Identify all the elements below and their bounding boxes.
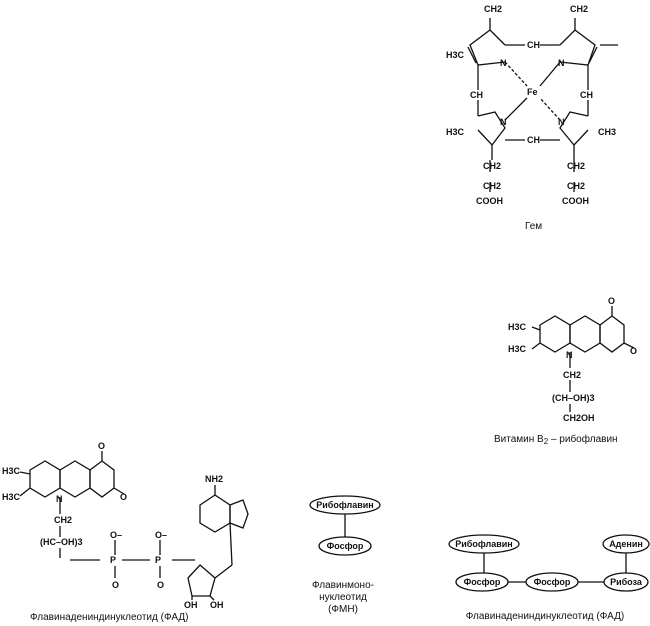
riboflavin-ring-2	[569, 315, 601, 353]
heme-ring-bottom-right	[559, 111, 589, 146]
heme-ch2-top: CH2	[484, 4, 502, 14]
fad-ring-2	[59, 460, 91, 498]
fad-o-top: O	[98, 441, 105, 451]
fmn-caption-2: нуклеотид	[319, 592, 367, 603]
fad-node-adenine-label: Аденин	[609, 539, 643, 549]
heme-ch-top: CH	[527, 40, 540, 50]
heme-ch3-right: CH3	[598, 127, 616, 137]
fmn-caption-3: (ФМН)	[328, 604, 358, 615]
riboflavin-n: N	[566, 350, 573, 360]
fad-p2: P	[155, 555, 161, 565]
fad-adenine-ring-2	[229, 499, 249, 529]
riboflavin-h3c-top: H3C	[508, 322, 527, 332]
fad-node-riboflavin-label: Рибофлавин	[455, 539, 512, 549]
heme-caption: Гем	[525, 221, 542, 232]
heme-n-br: N	[558, 117, 565, 127]
riboflavin-o-top: O	[608, 296, 615, 306]
fad-o-minus-1: O–	[110, 530, 122, 540]
heme-ch2-right-b: CH2	[567, 181, 585, 191]
fad-scheme-caption: Флавинадениндинуклеотид (ФАД)	[466, 611, 624, 622]
riboflavin-h3c-bottom: H3C	[508, 344, 527, 354]
riboflavin-caption: Витамин B2 – рибофлавин	[494, 433, 618, 446]
fad-o-bottom-1: O	[112, 580, 119, 590]
fad-o-minus-2: O–	[155, 530, 167, 540]
fad-node-phosphor-1	[455, 572, 509, 592]
heme-n-tl: N	[500, 58, 507, 68]
fad-scheme	[448, 534, 650, 592]
heme-ring-top-left	[469, 29, 506, 66]
heme-ch2-right-a: CH2	[567, 161, 585, 171]
fad-ch2: CH2	[54, 515, 72, 525]
heme-ch-bottom: CH	[527, 135, 540, 145]
fad-node-adenine	[602, 534, 650, 554]
fad-node-phosphor-2-label: Фосфор	[534, 577, 571, 587]
fmn-node-phosphor	[318, 536, 372, 556]
riboflavin-ring-1	[539, 315, 571, 353]
heme-ch2-left-b: CH2	[483, 181, 501, 191]
heme-ring-top-right	[559, 29, 596, 66]
fmn-node-phosphor-label: Фосфор	[327, 541, 364, 551]
fad-node-ribose-label: Рибоза	[610, 577, 643, 587]
fad-node-ribose	[603, 572, 649, 592]
fad-hcoh: (HC–OH)3	[40, 537, 83, 547]
riboflavin-ch2: CH2	[563, 370, 581, 380]
fad-nh2: NH2	[205, 474, 223, 484]
heme-h3c-left-top: H3C	[446, 50, 465, 60]
fad-adenine-ring-1	[199, 494, 231, 533]
heme-ch2-left-a: CH2	[483, 161, 501, 171]
riboflavin-o-right: O	[630, 346, 637, 356]
fad-p1: P	[110, 555, 116, 565]
riboflavin-choh: (CH–OH)3	[552, 393, 595, 403]
heme-cooh-left: COOH	[476, 196, 503, 206]
fad-o-right: O	[120, 492, 127, 502]
heme-ch-left: CH	[470, 90, 483, 100]
heme-ring-bottom-left	[477, 111, 506, 147]
fad-node-phosphor-1-label: Фосфор	[464, 577, 501, 587]
heme-ch2-right: CH2	[570, 4, 588, 14]
fad-structure-caption: Флавинадениндинуклеотид (ФАД)	[30, 612, 188, 623]
fad-node-riboflavin	[448, 534, 520, 554]
heme-cooh-right: COOH	[562, 196, 589, 206]
heme-n-tr: N	[558, 58, 565, 68]
fmn-scheme	[309, 495, 381, 556]
heme-fe: Fe	[527, 87, 538, 97]
heme-n-bl: N	[500, 117, 507, 127]
fad-h3c-top: H3C	[2, 466, 21, 476]
fad-ring-1	[29, 460, 61, 498]
fmn-caption-1: Флавинмоно-	[312, 580, 374, 591]
fad-oh-2: OH	[210, 600, 224, 610]
riboflavin-ch2oh: CH2OH	[563, 413, 595, 423]
fad-node-phosphor-2	[525, 572, 579, 592]
heme-structure	[467, 18, 618, 192]
fmn-node-riboflavin	[309, 495, 381, 515]
fad-structure	[19, 451, 249, 601]
fad-n: N	[56, 494, 63, 504]
riboflavin-structure	[531, 306, 635, 412]
fad-h3c-bottom: H3C	[2, 492, 21, 502]
fad-oh-1: OH	[184, 600, 198, 610]
fad-ring-3	[89, 460, 115, 498]
heme-ch-right: CH	[580, 90, 593, 100]
heme-h3c-left-bottom: H3C	[446, 127, 465, 137]
fad-o-bottom-2: O	[157, 580, 164, 590]
fmn-node-riboflavin-label: Рибофлавин	[316, 500, 373, 510]
riboflavin-ring-3	[599, 315, 625, 353]
fad-ribose-ring	[187, 564, 216, 597]
